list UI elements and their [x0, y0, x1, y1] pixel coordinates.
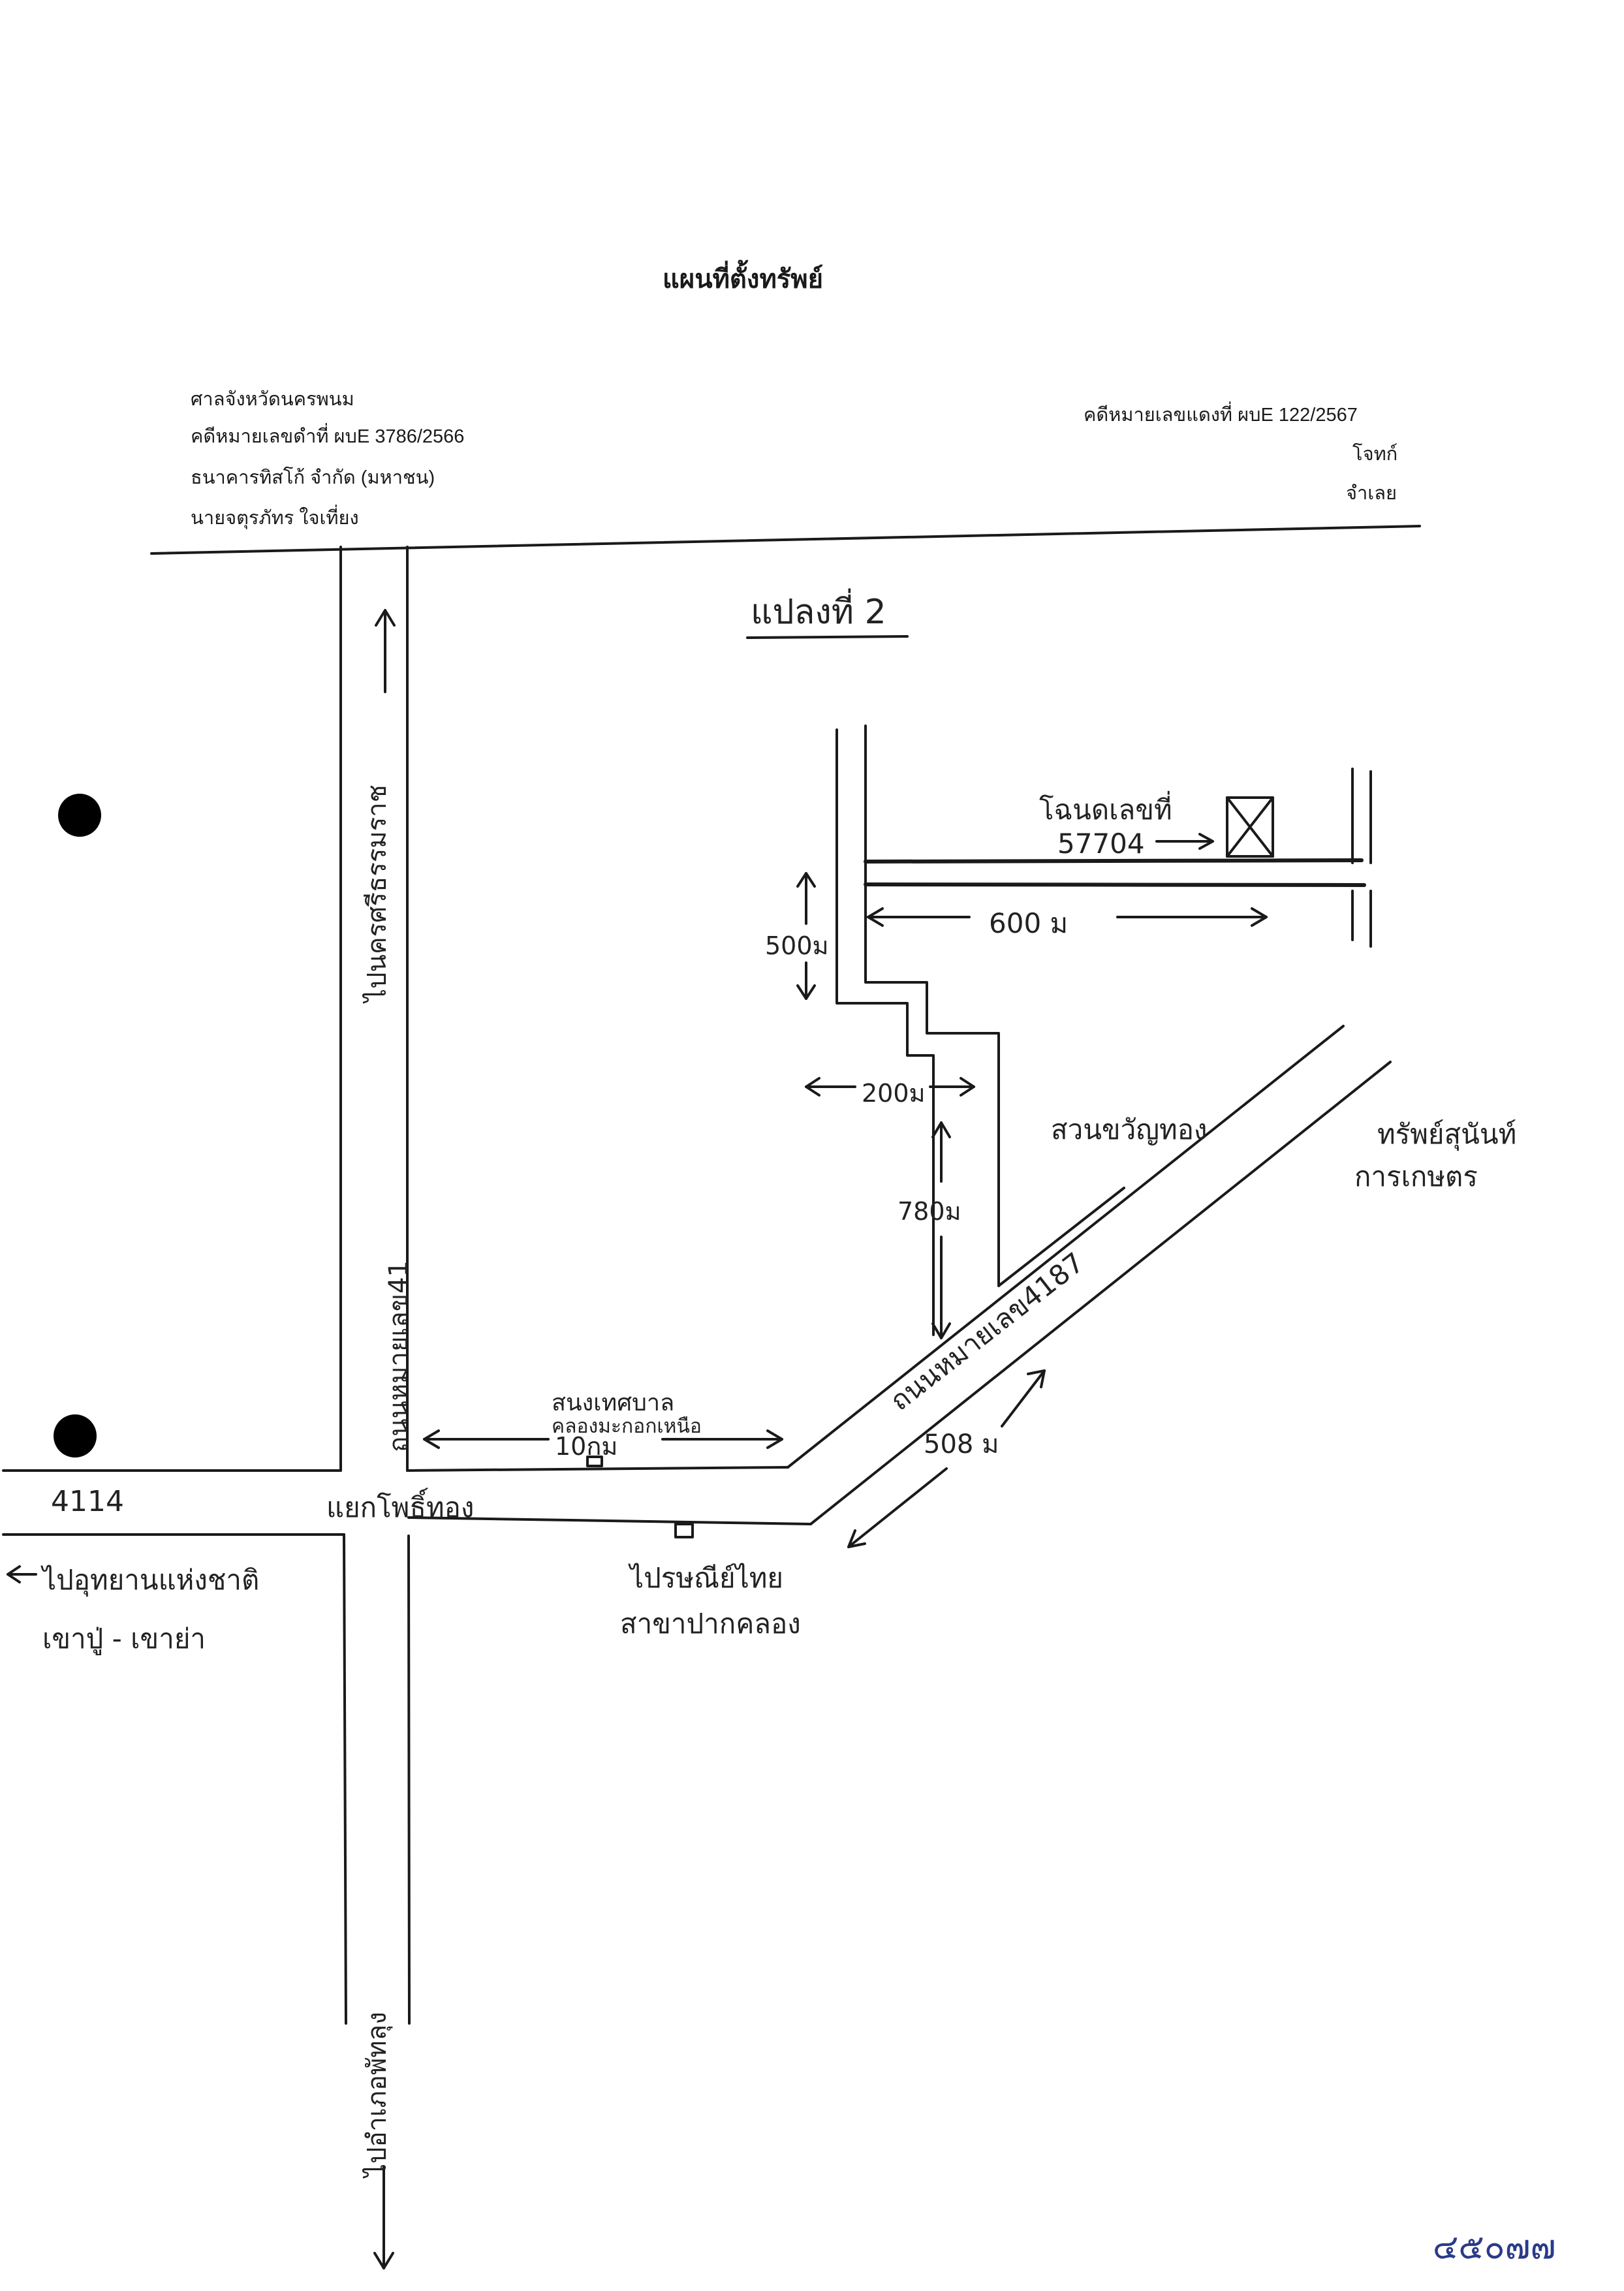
coop-label: ทรัพย์สุนันท์ [1377, 1118, 1517, 1150]
red-case-number: คดีหมายเลขแดงที่ ผบE 122/2567 [1084, 405, 1358, 426]
dist-200: 200ม [862, 1079, 926, 1108]
municipality-sub-label: คลองมะกอกเหนือ [552, 1415, 702, 1438]
dist-600: 600 ม [989, 907, 1069, 939]
road-4114-label: 4114 [51, 1485, 124, 1518]
dist-500: 500ม [765, 931, 829, 960]
property-marker-box [1226, 796, 1274, 858]
plot-lane-bottom-edge [864, 882, 1366, 887]
page-note: ๔๕๐๗๗ [1433, 2228, 1556, 2267]
orchard-label: สวนขวัญทอง [1051, 1114, 1208, 1146]
defendant-role: จำเลย [1346, 483, 1397, 504]
post-office-label: ไปรษณีย์ไทย [630, 1562, 784, 1594]
deed-number: 57704 [1057, 828, 1145, 860]
deed-label: โฉนดเลขที่ [1039, 794, 1172, 826]
plot-label-underline [746, 635, 909, 639]
junction-label: แยกโพธิ์ทอง [326, 1491, 475, 1523]
dist-780: 780ม [898, 1197, 961, 1226]
black-case-number: คดีหมายเลขดำที่ ผบE 3786/2566 [191, 426, 465, 447]
court-name: ศาลจังหวัดนครพนม [191, 389, 354, 410]
road-41-left-edge-bottom [343, 1533, 347, 2025]
national-park-name: เขาปู่ - เขาย่า [42, 1623, 206, 1655]
junction-top-edge [406, 1466, 789, 1472]
to-surat-label: ไปนครศรีธรรมราช [362, 785, 392, 1002]
post-office-symbol [674, 1523, 694, 1538]
plaintiff-role: โจทก์ [1352, 444, 1398, 465]
post-office-branch-label: สาขาปากคลอง [620, 1608, 801, 1640]
road-4187-lower-edge [809, 1061, 1392, 1525]
lane-west-edge [835, 728, 935, 1336]
plaintiff-name: ธนาคารทิสโก้ จำกัด (มหาชน) [191, 467, 435, 488]
page-title: แผนที่ตั้งทรัพย์ [663, 265, 824, 294]
road-41-label: ถนนหมายเลข41 [384, 1260, 414, 1452]
dist-508: 508 ม [924, 1429, 999, 1459]
lane-junction-edge [997, 1187, 1125, 1287]
coop-sub-label: การเกษตร [1354, 1161, 1478, 1192]
lane-east-edge [864, 725, 1000, 1287]
punch-hole-bottom [54, 1414, 97, 1457]
defendant-name: นายจตุรภัทร ใจเที่ยง [191, 508, 359, 529]
to-phatthalung-label: ไปอำเภอพัทลุง [362, 2012, 392, 2177]
plot-label: แปลงที่ 2 [751, 593, 886, 632]
dist-10km: 10กม [555, 1432, 618, 1461]
punch-hole-top [58, 794, 101, 837]
plot-lane-top-edge [864, 858, 1364, 864]
municipality-label: สนงเทศบาล [552, 1390, 675, 1416]
road-4187-upper-edge [787, 1025, 1345, 1469]
municipality-symbol [586, 1456, 603, 1467]
national-park-label: ไปอุทยานแห่งชาติ [42, 1564, 260, 1596]
junction-bottom-edge [407, 1516, 812, 1525]
header-divider [150, 525, 1421, 555]
